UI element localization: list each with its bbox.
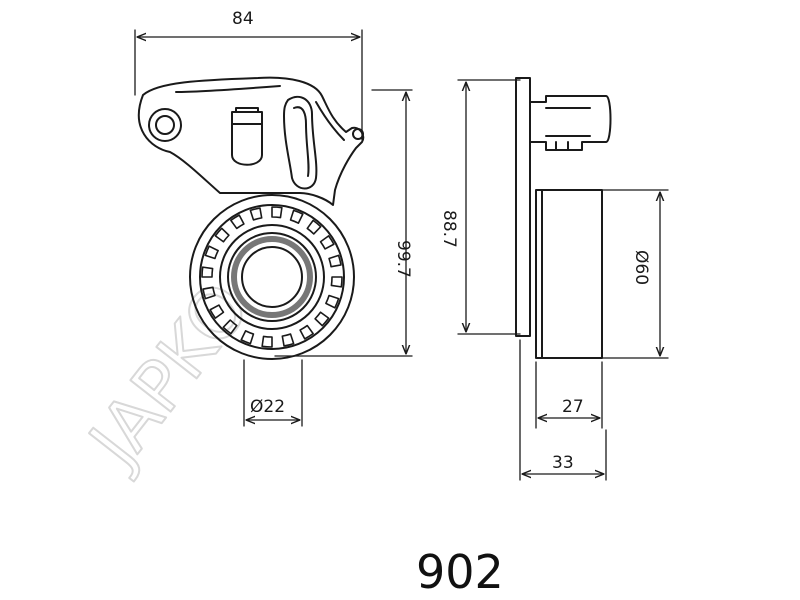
side-view	[515, 77, 612, 359]
pulley-slot	[306, 219, 322, 235]
tensioner-arm-outline	[137, 76, 365, 206]
dim-diameter-label: Ø60	[631, 250, 651, 285]
dimensions: 84 99.7 88.7 Ø60 Ø22	[134, 9, 669, 481]
pulley-slot	[319, 235, 335, 250]
pulley-slot	[314, 311, 330, 327]
dim-width-27: 27	[535, 361, 603, 429]
pulley-slots	[201, 206, 343, 348]
pulley-slot	[328, 254, 342, 268]
bore	[241, 246, 303, 308]
pulley-slot	[261, 335, 273, 348]
mounting-plate	[515, 77, 531, 337]
dim-diameter-60: Ø60	[601, 189, 669, 359]
adjust-tab	[352, 128, 364, 140]
pulley-slot	[202, 286, 216, 300]
pulley-slot	[222, 319, 238, 335]
bearing-outer	[219, 224, 325, 330]
bearing-race	[227, 232, 317, 322]
pulley-slot	[325, 294, 340, 309]
dim-width-label: 84	[232, 9, 254, 29]
mounting-boss	[529, 95, 612, 151]
pivot-hole-outer	[148, 108, 182, 142]
pulley-slot	[204, 245, 219, 260]
curved-slot-inner	[293, 106, 310, 177]
dim-depth-label: 33	[552, 453, 574, 473]
bearing-seal	[231, 236, 313, 318]
dim-height-label: 99.7	[393, 240, 413, 278]
pivot-hole-inner	[155, 115, 175, 135]
dim-pulley-width-label: 27	[562, 397, 584, 417]
part-number: 902	[416, 545, 504, 599]
pulley-slot	[289, 209, 304, 224]
dim-depth-33: 33	[519, 339, 607, 481]
arm-inner-contour	[175, 85, 345, 141]
pulley-slot	[281, 333, 295, 347]
dim-bore-22: Ø22	[243, 359, 303, 427]
watermark-text: JAPKO	[71, 267, 265, 484]
dim-bore-label: Ø22	[250, 397, 285, 417]
dim-side-height-label: 88.7	[439, 210, 459, 248]
pulley-slot	[201, 266, 214, 278]
pulley-slot	[209, 304, 225, 319]
dim-height-99-7: 99.7	[274, 89, 413, 357]
pulley-slot	[271, 206, 283, 219]
curved-slot	[283, 95, 318, 190]
watermark: JAPKO	[70, 266, 266, 485]
pulley-slot	[299, 324, 314, 340]
pulley-slot	[249, 207, 263, 221]
boss-detail	[545, 107, 591, 151]
pulley-rim-inner	[199, 204, 345, 350]
pulley-slot	[214, 227, 230, 243]
pulley-slot	[330, 276, 343, 288]
pulley-side	[535, 189, 603, 359]
front-view	[137, 76, 365, 360]
dim-width-84: 84	[134, 9, 363, 141]
pulley-slot	[230, 214, 245, 230]
pulley-outer-rim	[189, 194, 355, 360]
dim-height-88-7: 88.7	[439, 79, 521, 335]
rect-slot	[231, 107, 263, 166]
pulley-slot	[240, 330, 255, 345]
